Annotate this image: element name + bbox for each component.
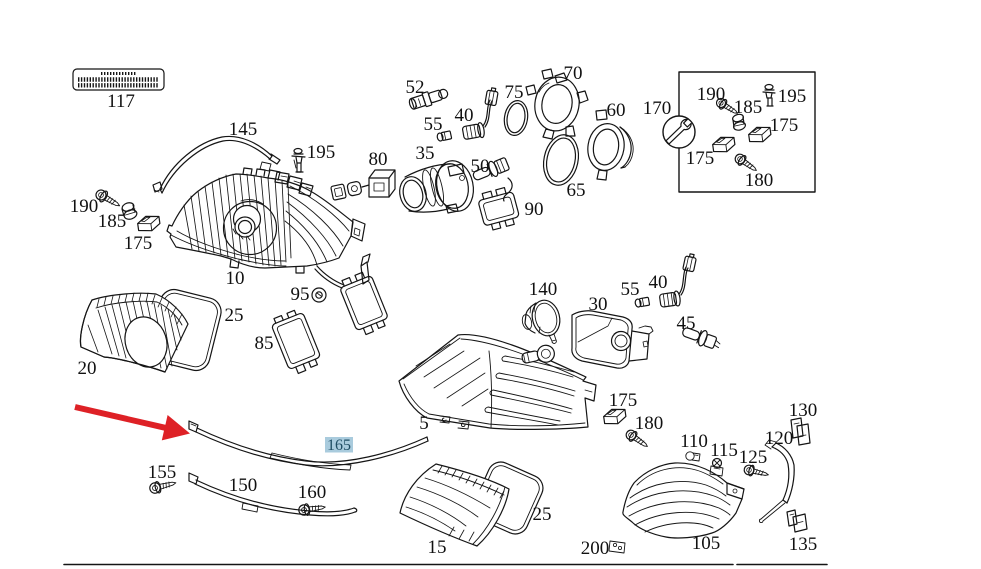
svg-text:185: 185: [98, 211, 127, 232]
svg-text:117: 117: [107, 91, 135, 112]
svg-text:175: 175: [770, 115, 799, 136]
svg-text:55: 55: [621, 279, 640, 300]
svg-text:140: 140: [529, 279, 558, 300]
svg-text:150: 150: [229, 475, 258, 496]
svg-text:15: 15: [428, 537, 447, 558]
svg-text:120: 120: [765, 428, 794, 449]
svg-text:115: 115: [710, 440, 738, 461]
svg-text:165: 165: [327, 437, 351, 454]
svg-text:30: 30: [589, 294, 608, 315]
svg-text:35: 35: [416, 143, 435, 164]
svg-text:195: 195: [778, 86, 807, 107]
svg-text:45: 45: [677, 313, 696, 334]
svg-text:40: 40: [649, 272, 668, 293]
svg-text:52: 52: [406, 77, 425, 98]
svg-text:90: 90: [525, 199, 544, 220]
svg-text:25: 25: [533, 504, 552, 525]
svg-text:130: 130: [789, 400, 818, 421]
svg-text:80: 80: [369, 149, 388, 170]
svg-text:50: 50: [471, 156, 490, 177]
svg-text:85: 85: [255, 333, 274, 354]
svg-text:195: 195: [307, 142, 336, 163]
svg-text:145: 145: [229, 119, 258, 140]
svg-text:125: 125: [739, 447, 768, 468]
svg-text:65: 65: [567, 180, 586, 201]
svg-text:175: 175: [686, 148, 715, 169]
svg-text:5: 5: [419, 413, 429, 434]
svg-text:180: 180: [635, 413, 664, 434]
svg-text:40: 40: [455, 105, 474, 126]
svg-text:190: 190: [70, 196, 99, 217]
svg-text:25: 25: [225, 305, 244, 326]
svg-text:185: 185: [734, 97, 763, 118]
svg-text:155: 155: [148, 462, 177, 483]
svg-text:190: 190: [697, 84, 726, 105]
svg-text:160: 160: [298, 482, 327, 503]
svg-text:200: 200: [581, 538, 610, 559]
svg-text:180: 180: [745, 170, 774, 191]
svg-text:70: 70: [564, 63, 583, 84]
svg-text:170: 170: [643, 98, 672, 119]
svg-text:135: 135: [789, 534, 818, 555]
svg-text:75: 75: [505, 82, 524, 103]
svg-text:55: 55: [424, 114, 443, 135]
svg-text:105: 105: [692, 533, 721, 554]
svg-text:20: 20: [78, 358, 97, 379]
svg-text:110: 110: [680, 431, 708, 452]
svg-text:95: 95: [291, 284, 310, 305]
svg-text:175: 175: [124, 233, 153, 254]
svg-text:10: 10: [226, 268, 245, 289]
svg-text:175: 175: [609, 390, 638, 411]
svg-text:60: 60: [607, 100, 626, 121]
